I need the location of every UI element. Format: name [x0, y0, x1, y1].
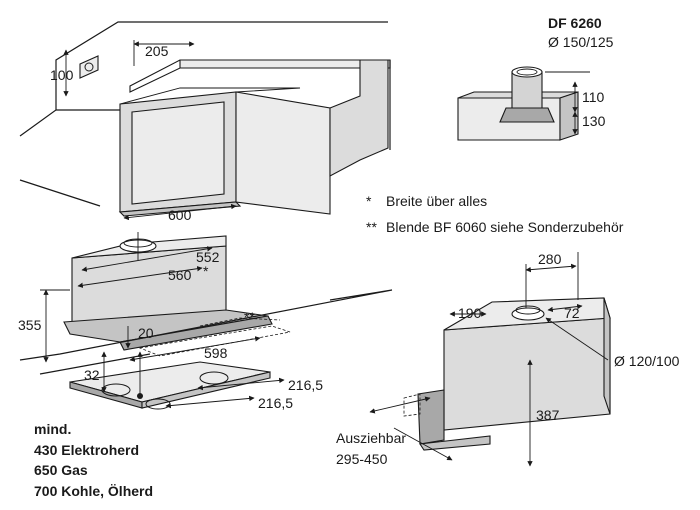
dimension-130: 130: [572, 111, 606, 135]
dim-130-label: 130: [582, 113, 606, 129]
dimension-extendable: [369, 396, 453, 461]
note2-text: Blende BF 6060 siehe Sonderzubehör: [386, 219, 624, 235]
dimension-diameter-outlet: Ø 120/100: [545, 317, 680, 369]
dimension-32: 32: [84, 351, 107, 393]
dim-355-label: 355: [18, 317, 42, 333]
dim-387-label: 387: [536, 407, 560, 423]
adapter-df6260-drawing: [457, 66, 590, 141]
counter-edge: [19, 289, 393, 361]
dimension-598: 598: [129, 336, 261, 362]
note1-mark: *: [366, 193, 372, 209]
min-distance-line2: 650 Gas: [34, 462, 88, 478]
accessory-diameter: Ø 150/125: [548, 34, 614, 50]
dim-20-label: 20: [138, 325, 154, 341]
dimension-387: 387: [527, 359, 560, 467]
min-distance-line1: 430 Elektroherd: [34, 442, 139, 458]
dim-600-label: 600: [168, 207, 192, 223]
dim-280-label: 280: [538, 251, 562, 267]
dim-starstar-label: **: [244, 309, 255, 325]
dim-205-label: 205: [145, 43, 169, 59]
hob: [69, 361, 271, 410]
accessory-model: DF 6260: [548, 15, 602, 31]
dimension-190: 190: [449, 305, 487, 321]
dim-216b-label: 216,5: [258, 395, 293, 411]
extendable-range: 295-450: [336, 451, 388, 467]
note1-text: Breite über alles: [386, 193, 487, 209]
wall-cabinet-drawing: [19, 21, 391, 217]
note2-mark: **: [366, 219, 377, 235]
dim-190-label: 190: [458, 305, 482, 321]
dimension-355: 355: [18, 289, 70, 363]
extendable-label: Ausziehbar: [336, 430, 406, 446]
power-socket-icon: [79, 55, 99, 79]
dim-560-star: *: [203, 263, 209, 279]
dim-560-label: 560: [168, 267, 192, 283]
dim-598-label: 598: [204, 345, 228, 361]
dimension-72: 72: [547, 303, 583, 321]
dim-32-label: 32: [84, 367, 100, 383]
dim-216a-label: 216,5: [288, 377, 323, 393]
dimension-600: 600: [123, 203, 237, 223]
dimension-560: 560 *: [77, 263, 209, 288]
min-distance-line3: 700 Kohle, Ölherd: [34, 483, 153, 499]
dimension-216-b: 216,5: [165, 395, 293, 411]
dimension-216-a: 216,5: [197, 377, 323, 393]
dim-110-label: 110: [582, 89, 605, 105]
dimension-110: 110: [572, 81, 605, 113]
dim-72-label: 72: [564, 305, 580, 321]
dim-diameter-label: Ø 120/100: [614, 353, 680, 369]
min-distance-title: mind.: [34, 421, 71, 437]
dim-100-label: 100: [50, 67, 74, 83]
dimension-280: 280: [525, 251, 579, 308]
dim-552-label: 552: [196, 249, 220, 265]
dimension-205: 205: [133, 40, 195, 66]
dimension-100: 100: [50, 49, 74, 97]
hood-front-view: [63, 232, 291, 357]
